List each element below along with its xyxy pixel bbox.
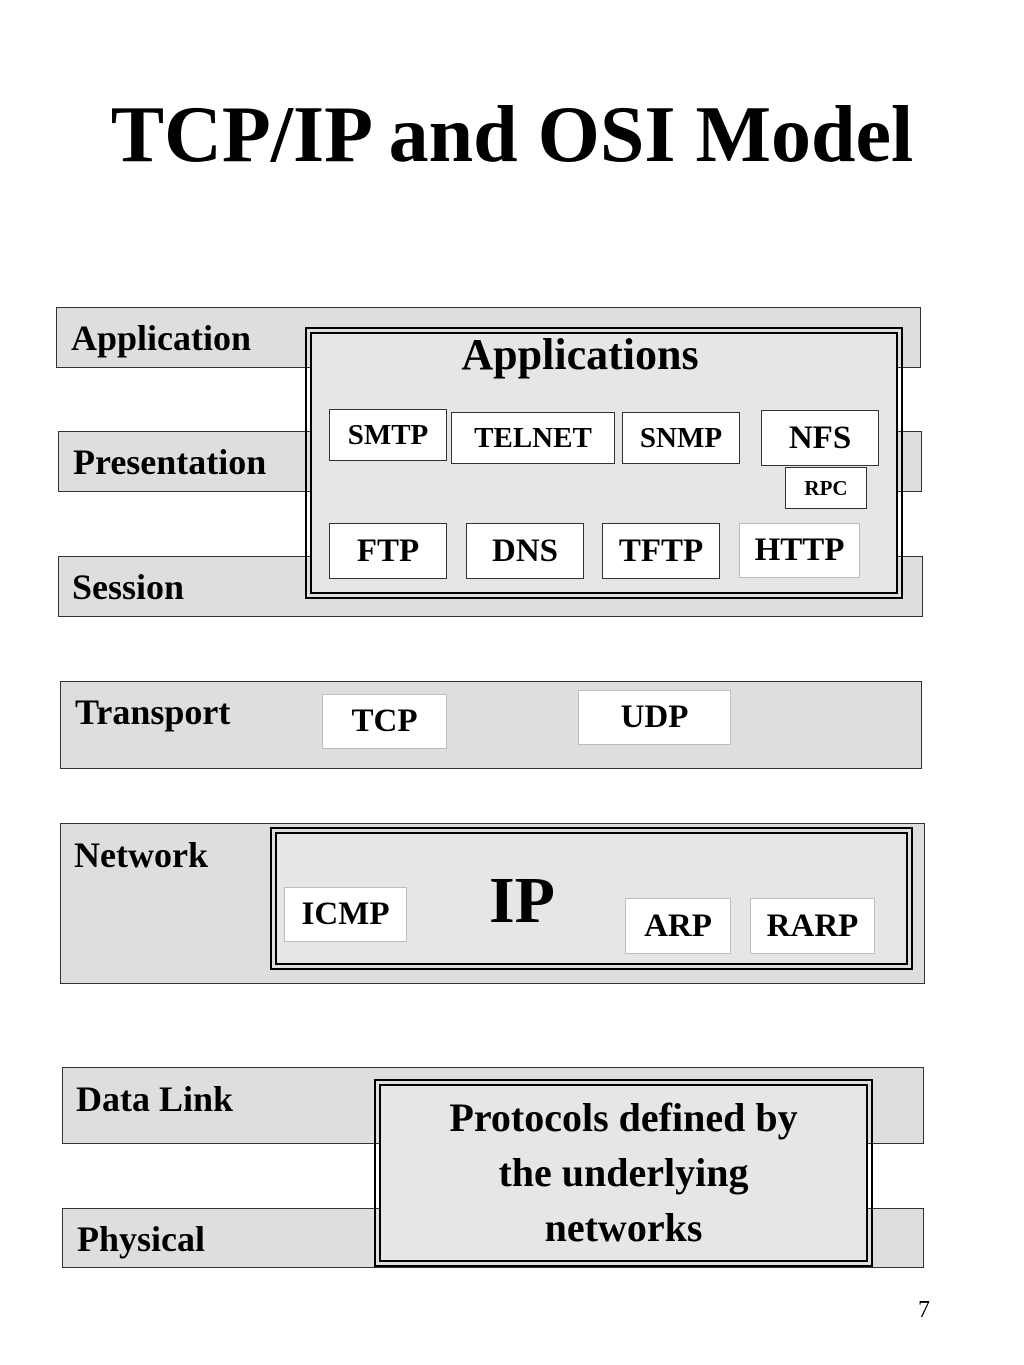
layer-data-link-label: Data Link	[76, 1079, 234, 1119]
tcp-box: TCP	[322, 694, 447, 749]
smtp-box: SMTP	[329, 409, 447, 461]
layer-physical-label: Physical	[77, 1219, 206, 1259]
snmp-box: SNMP	[622, 412, 740, 464]
telnet-box: TELNET	[451, 412, 615, 464]
applications-heading: Applications	[461, 330, 699, 379]
nfs-box: NFS	[761, 410, 879, 466]
layer-transport-label: Transport	[75, 692, 231, 732]
note-line-1: Protocols defined by	[449, 1095, 798, 1140]
rpc-box: RPC	[785, 467, 867, 509]
layer-presentation-label: Presentation	[73, 442, 267, 482]
icmp-box: ICMP	[284, 887, 407, 942]
dns-box: DNS	[466, 523, 584, 579]
ip-label: IP	[489, 864, 555, 937]
tftp-box: TFTP	[602, 523, 720, 579]
underlying-networks-box	[374, 1079, 873, 1267]
layer-transport	[60, 681, 922, 769]
arp-box: ARP	[625, 898, 731, 954]
note-line-3: networks	[544, 1205, 703, 1250]
note-line-2: the underlying	[498, 1150, 749, 1195]
udp-box: UDP	[578, 690, 731, 745]
rarp-box: RARP	[750, 898, 875, 954]
layer-application-label: Application	[71, 318, 252, 358]
page-number: 7	[918, 1297, 930, 1323]
ftp-box: FTP	[329, 523, 447, 579]
layer-network-label: Network	[74, 835, 208, 875]
slide-title: TCP/IP and OSI Model	[110, 91, 914, 179]
layer-session-label: Session	[72, 567, 185, 607]
http-box: HTTP	[739, 523, 860, 578]
underlying-networks-text: Protocols defined by the underlying netw…	[379, 1090, 868, 1255]
